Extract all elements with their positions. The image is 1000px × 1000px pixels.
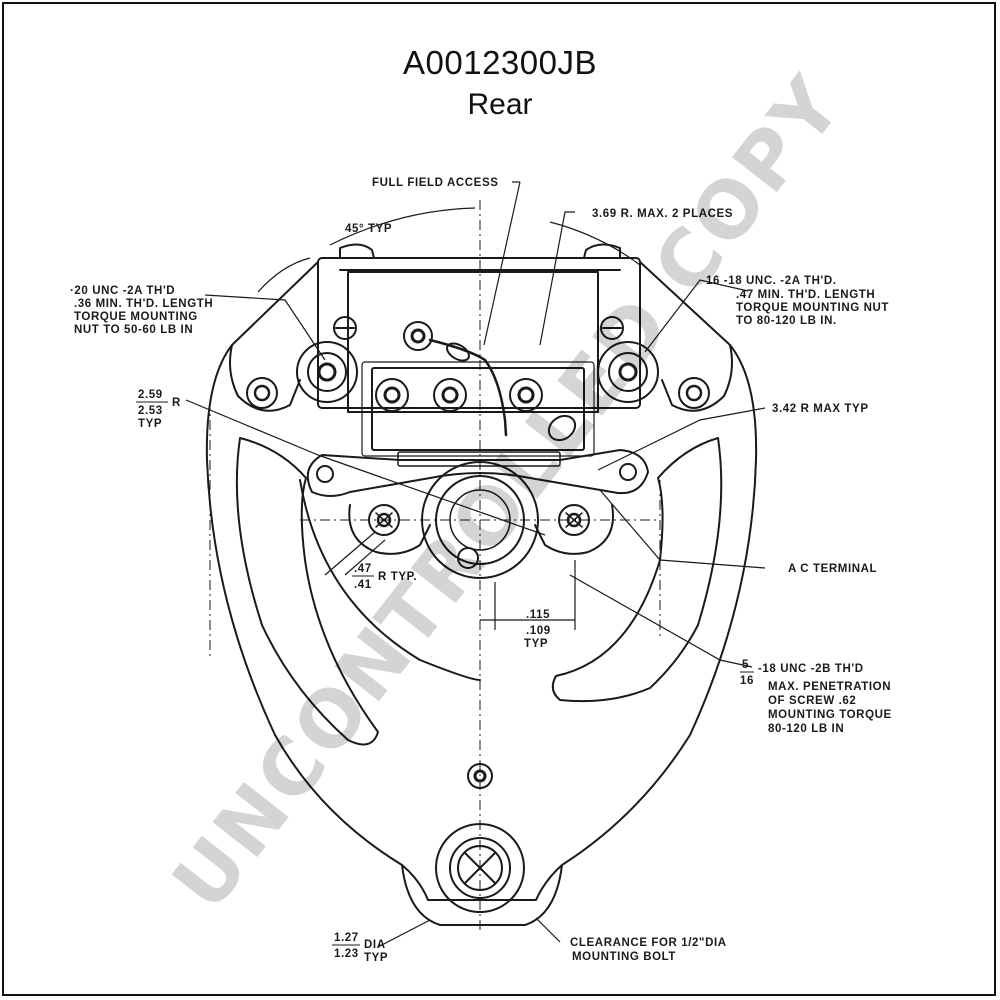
left-screw bbox=[333, 316, 357, 340]
top-plate-tab-left bbox=[339, 243, 375, 259]
left-ear bbox=[229, 344, 301, 412]
bottom-foot bbox=[401, 864, 563, 926]
arc-45-typ bbox=[329, 207, 476, 246]
label-259-typ: TYP bbox=[138, 418, 162, 430]
label-left-thread-3: TORQUE MOUNTING bbox=[74, 311, 198, 323]
label-dia-top: 1.27 bbox=[334, 932, 359, 944]
uncontrolled-copy-watermark: UNCONTROLLED COPY bbox=[156, 60, 861, 927]
label-screw-fraction-bottom: 16 bbox=[740, 675, 754, 687]
label-screw-4: MOUNTING TORQUE bbox=[768, 709, 892, 721]
field-wire bbox=[428, 338, 508, 437]
bracket-hole-left bbox=[316, 465, 334, 483]
center-bracket bbox=[306, 449, 649, 497]
label-115-typ: TYP bbox=[524, 638, 548, 650]
label-259-top: 2.59 bbox=[138, 389, 163, 401]
center-bearing-pin bbox=[457, 547, 479, 569]
label-screw-2: MAX. PENETRATION bbox=[768, 681, 891, 693]
label-259-r: R bbox=[172, 397, 181, 409]
top-plate-tab-right bbox=[583, 243, 621, 259]
label-clearance-2: MOUNTING BOLT bbox=[572, 951, 676, 963]
terminal-nut-3 bbox=[509, 378, 543, 412]
label-screw-3: OF SCREW .62 bbox=[768, 695, 856, 707]
label-45-typ: 45° TYP bbox=[345, 223, 392, 235]
label-screw-5: 80-120 LB IN bbox=[768, 723, 844, 735]
label-47-top: .47 bbox=[354, 563, 372, 575]
bracket-hole-right bbox=[619, 463, 637, 481]
label-full-field-access: FULL FIELD ACCESS bbox=[372, 177, 498, 189]
label-342-r-max: 3.42 R MAX TYP bbox=[772, 403, 869, 415]
inner-ring-left bbox=[299, 479, 481, 681]
label-369-r-max: 3.69 R. MAX. 2 PLACES bbox=[592, 208, 733, 220]
right-vent bbox=[551, 437, 723, 703]
label-right-thread-2: .47 MIN. TH'D. LENGTH bbox=[736, 289, 875, 301]
right-mount-stud-outer bbox=[597, 341, 659, 403]
left-ear-bolt bbox=[246, 377, 278, 409]
terminal-nut-1 bbox=[375, 378, 409, 412]
terminal-block bbox=[371, 367, 585, 451]
arc-369 bbox=[549, 221, 641, 266]
label-screw-fraction-top: 5 bbox=[742, 659, 749, 671]
label-115-top: .115 bbox=[526, 609, 550, 621]
right-screw bbox=[600, 316, 624, 340]
label-dia: DIA bbox=[364, 939, 386, 951]
top-plate bbox=[317, 257, 641, 409]
top-stud bbox=[403, 321, 433, 351]
label-screw-1: -18 UNC -2B TH'D bbox=[758, 663, 864, 675]
label-dia-bottom: 1.23 bbox=[334, 948, 359, 960]
right-ear-bolt bbox=[678, 377, 710, 409]
label-clearance-1: CLEARANCE FOR 1/2"DIA bbox=[570, 937, 727, 949]
housing-outline bbox=[205, 261, 758, 901]
regulator-box bbox=[347, 271, 599, 413]
label-115-bottom: .109 bbox=[526, 625, 551, 637]
ac-terminal-plug bbox=[547, 414, 577, 442]
drawing-subtitle: Rear bbox=[467, 88, 533, 121]
label-right-thread-3: TORQUE MOUNTING NUT bbox=[736, 302, 889, 314]
label-left-thread-1: ·20 UNC -2A TH'D bbox=[70, 285, 175, 297]
label-47-r-typ: R TYP. bbox=[378, 571, 417, 583]
terminal-nut-2 bbox=[433, 378, 467, 412]
label-ac-terminal: A C TERMINAL bbox=[788, 563, 877, 575]
label-left-thread-2: .36 MIN. TH'D. LENGTH bbox=[74, 298, 213, 310]
label-right-thread-1: 16 -18 UNC. -2A TH'D. bbox=[706, 275, 837, 287]
right-ear bbox=[661, 344, 733, 412]
left-mount-stud-outer bbox=[296, 341, 358, 403]
label-left-thread-4: NUT TO 50-60 LB IN bbox=[74, 324, 193, 336]
left-vent bbox=[235, 437, 379, 746]
label-dia-typ: TYP bbox=[364, 952, 388, 964]
label-47-bottom: .41 bbox=[354, 579, 372, 591]
drawing-title: A0012300JB bbox=[403, 44, 597, 81]
label-right-thread-4: TO 80-120 LB IN. bbox=[736, 315, 837, 327]
label-259-bottom: 2.53 bbox=[138, 405, 163, 417]
